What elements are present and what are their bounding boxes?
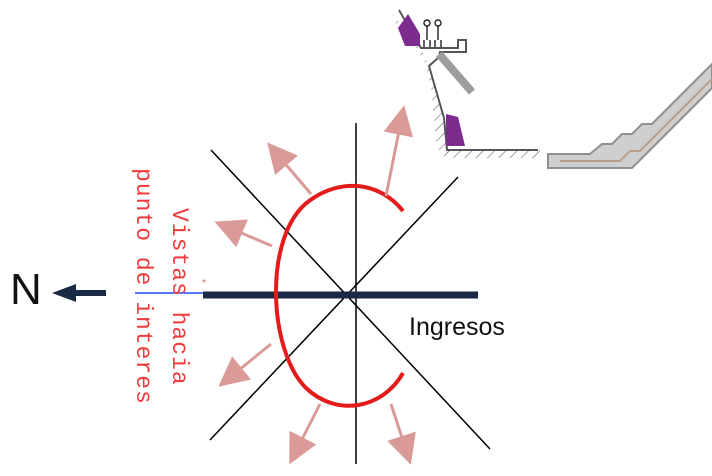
purple-fixture-top bbox=[398, 14, 420, 46]
vistas-line-2: punto de interes bbox=[130, 168, 156, 405]
small-mark: * bbox=[202, 278, 206, 289]
view-arrow-2 bbox=[383, 105, 414, 197]
stairs-image bbox=[547, 62, 712, 169]
north-label: N bbox=[10, 265, 42, 314]
view-arrows bbox=[214, 105, 416, 465]
people-icon bbox=[423, 19, 442, 47]
view-arrow-3 bbox=[214, 219, 273, 248]
ingresos-label: Ingresos bbox=[409, 313, 505, 341]
north-arrow bbox=[52, 284, 106, 302]
vistas-line-1: Vistas hacia bbox=[166, 208, 192, 386]
purple-fixture-bottom bbox=[446, 114, 465, 146]
section-sketch bbox=[392, 9, 540, 158]
view-arrow-5 bbox=[289, 403, 322, 465]
view-arrow-6 bbox=[387, 403, 416, 465]
view-arc bbox=[274, 183, 405, 408]
view-arrow-1 bbox=[267, 142, 313, 195]
view-arrow-4 bbox=[218, 342, 272, 387]
